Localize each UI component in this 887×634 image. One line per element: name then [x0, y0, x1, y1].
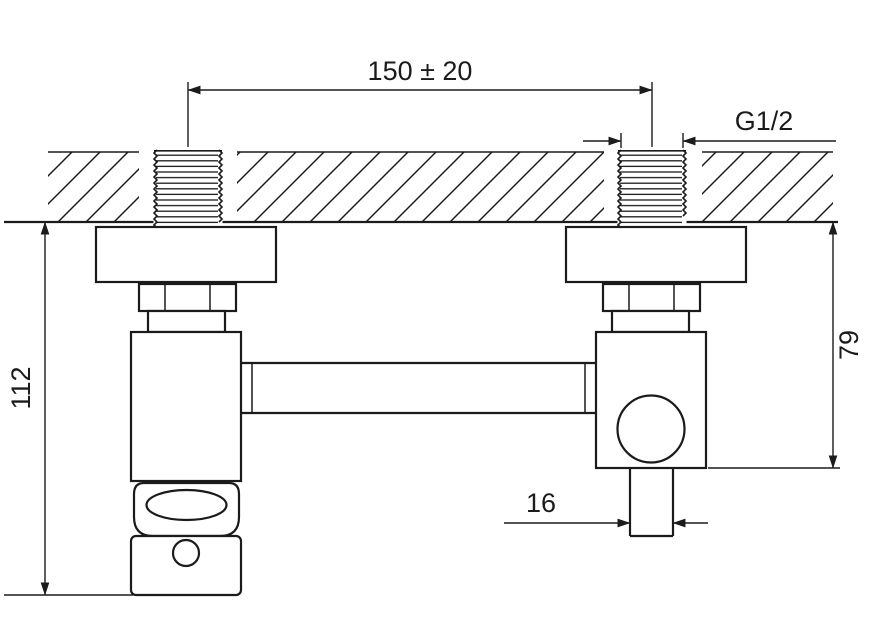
outlet-width-label: 16 [526, 488, 556, 518]
left-escutcheon [94, 225, 278, 284]
right-nut-hex [601, 282, 702, 313]
left-pipe-thread-edge-left [152, 149, 159, 229]
outlet-connection-circle [616, 394, 686, 464]
thread-size-label: G1/2 [735, 106, 794, 136]
right-height-label: 79 [834, 330, 864, 360]
shower-holder [129, 481, 243, 597]
holder-dome [145, 488, 228, 522]
wall-section [4, 150, 838, 224]
left-pipe-thread-edge-right [217, 149, 224, 223]
dim-pipe-spacing: 150 ± 20 [187, 56, 653, 147]
right-pipe-thread-edge-left [616, 149, 623, 229]
left-height-label: 112 [6, 366, 36, 409]
connecting-bar [241, 361, 596, 415]
right-pipe-thread-edge-right [681, 149, 688, 217]
dim-thread-size: G1/2 [583, 106, 836, 148]
outlet-pipe [628, 468, 675, 538]
pipe-spacing-label: 150 ± 20 [368, 56, 473, 86]
right-pipe-threads [620, 152, 682, 226]
bracket-hole [171, 538, 201, 568]
left-valve-body [129, 330, 243, 483]
right-escutcheon [564, 225, 748, 284]
left-supply-pipe [152, 149, 224, 229]
dim-left-height: 112 [4, 221, 133, 596]
dim-outlet-width: 16 [504, 488, 708, 528]
right-nut [601, 282, 702, 334]
dim-right-height: 79 [708, 221, 864, 469]
left-pipe-threads [156, 152, 218, 226]
left-nut [137, 282, 238, 334]
left-nut-hex [137, 282, 238, 313]
right-supply-pipe [616, 149, 688, 229]
right-nut-collar [610, 309, 691, 334]
left-nut-collar [146, 309, 227, 334]
